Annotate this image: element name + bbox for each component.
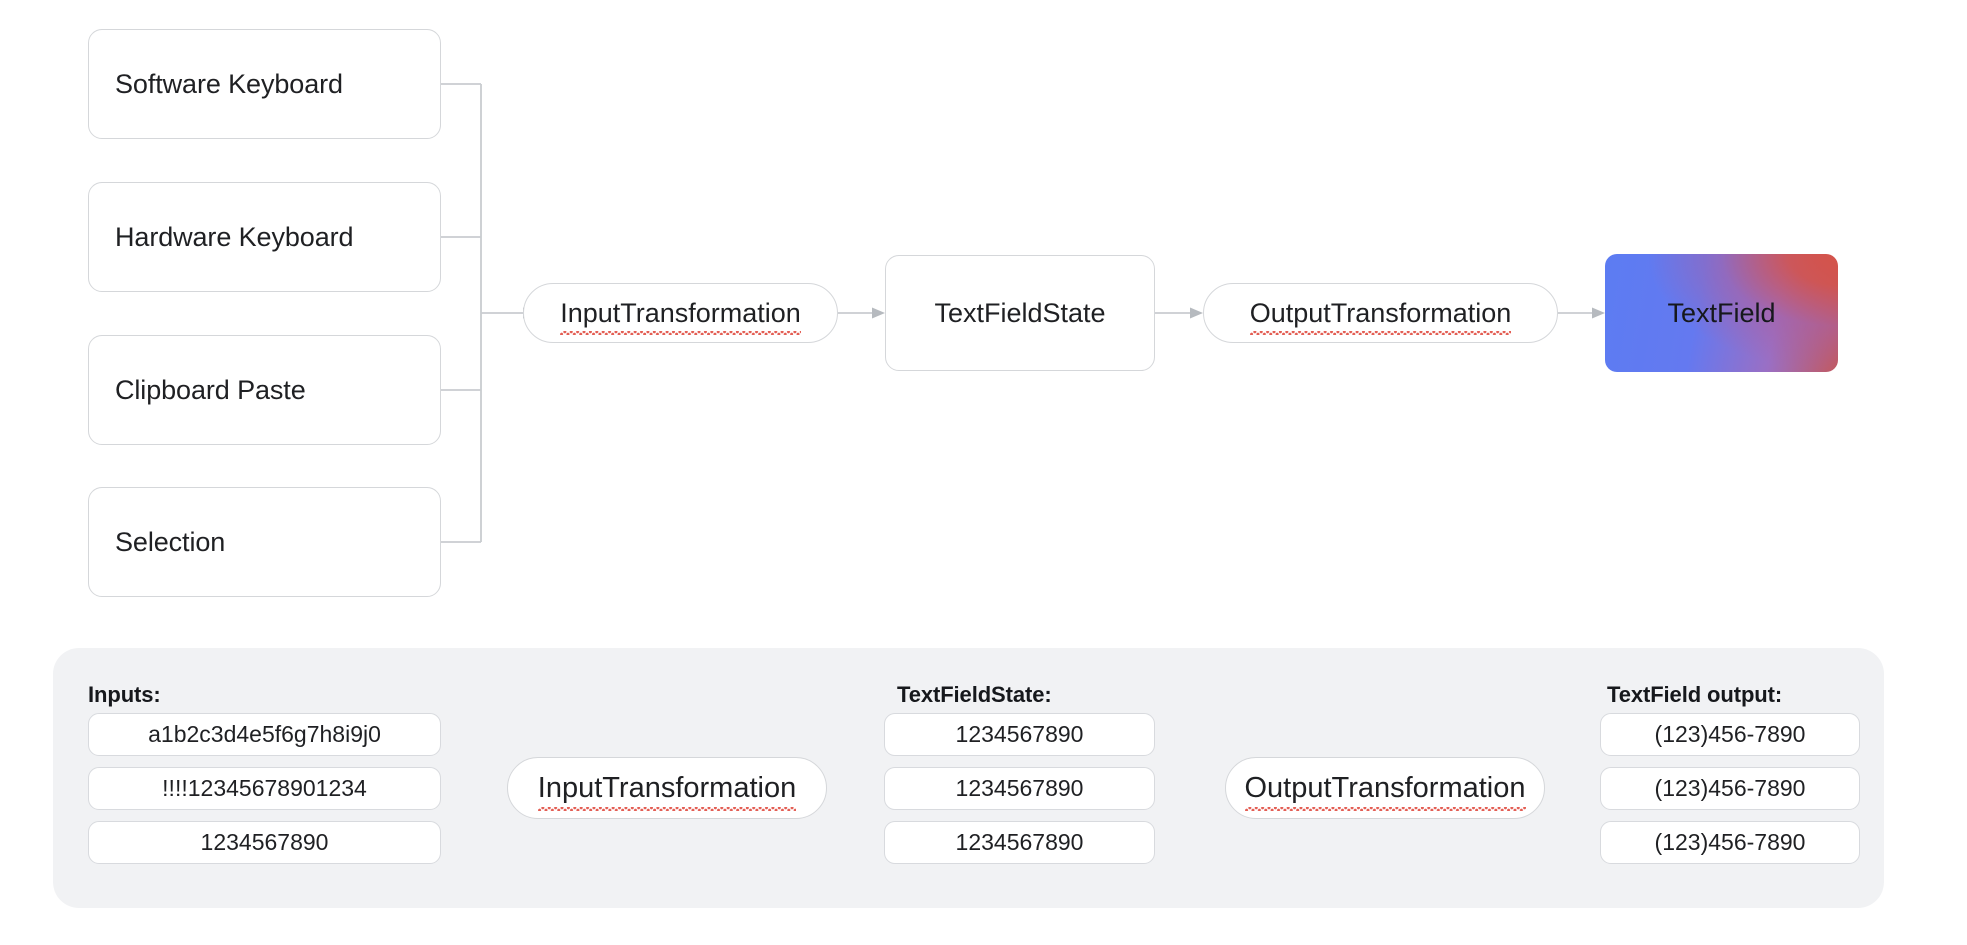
node-text-field-state[interactable]: TextFieldState <box>885 255 1155 371</box>
panel-node-input-transformation[interactable]: InputTransformation <box>507 757 827 819</box>
state-chip[interactable]: 1234567890 <box>884 821 1155 864</box>
input-value: !!!!12345678901234 <box>162 775 367 801</box>
output-value: (123)456-7890 <box>1654 775 1806 801</box>
output-transformation-label: OutputTransformation <box>1249 297 1512 335</box>
text-field-state-label: TextFieldState <box>934 297 1106 328</box>
output-chip[interactable]: (123)456-7890 <box>1600 713 1860 756</box>
output-chip[interactable]: (123)456-7890 <box>1600 821 1860 864</box>
state-value: 1234567890 <box>955 775 1084 801</box>
source-label: Software Keyboard <box>115 68 343 99</box>
source-box-hardware-keyboard[interactable]: Hardware Keyboard <box>88 182 441 292</box>
state-chip[interactable]: 1234567890 <box>884 713 1155 756</box>
input-value: a1b2c3d4e5f6g7h8i9j0 <box>148 721 381 747</box>
source-label: Selection <box>115 526 226 557</box>
panel-node-output-transformation[interactable]: OutputTransformation <box>1225 757 1545 819</box>
input-chip[interactable]: 1234567890 <box>88 821 441 864</box>
output-value: (123)456-7890 <box>1654 829 1806 855</box>
node-text-field[interactable]: TextField <box>1605 254 1838 372</box>
node-input-transformation[interactable]: InputTransformation <box>523 283 838 343</box>
state-value: 1234567890 <box>955 721 1084 747</box>
input-value: 1234567890 <box>200 829 329 855</box>
source-box-selection[interactable]: Selection <box>88 487 441 597</box>
input-chip[interactable]: a1b2c3d4e5f6g7h8i9j0 <box>88 713 441 756</box>
output-chip[interactable]: (123)456-7890 <box>1600 767 1860 810</box>
panel-label-text-field-output: TextField output: <box>1607 682 1783 707</box>
input-chip[interactable]: !!!!12345678901234 <box>88 767 441 810</box>
source-label: Hardware Keyboard <box>115 221 354 252</box>
state-value: 1234567890 <box>955 829 1084 855</box>
output-value: (123)456-7890 <box>1654 721 1806 747</box>
panel-output-transformation-label: OutputTransformation <box>1244 771 1526 811</box>
state-chip[interactable]: 1234567890 <box>884 767 1155 810</box>
node-output-transformation[interactable]: OutputTransformation <box>1203 283 1558 343</box>
panel-label-inputs: Inputs: <box>88 682 161 707</box>
source-box-software-keyboard[interactable]: Software Keyboard <box>88 29 441 139</box>
source-box-clipboard-paste[interactable]: Clipboard Paste <box>88 335 441 445</box>
panel-input-transformation-label: InputTransformation <box>537 771 797 811</box>
input-transformation-label: InputTransformation <box>560 297 801 335</box>
text-field-label: TextField <box>1667 297 1776 328</box>
source-label: Clipboard Paste <box>115 374 306 405</box>
panel-label-text-field-state: TextFieldState: <box>897 682 1052 707</box>
